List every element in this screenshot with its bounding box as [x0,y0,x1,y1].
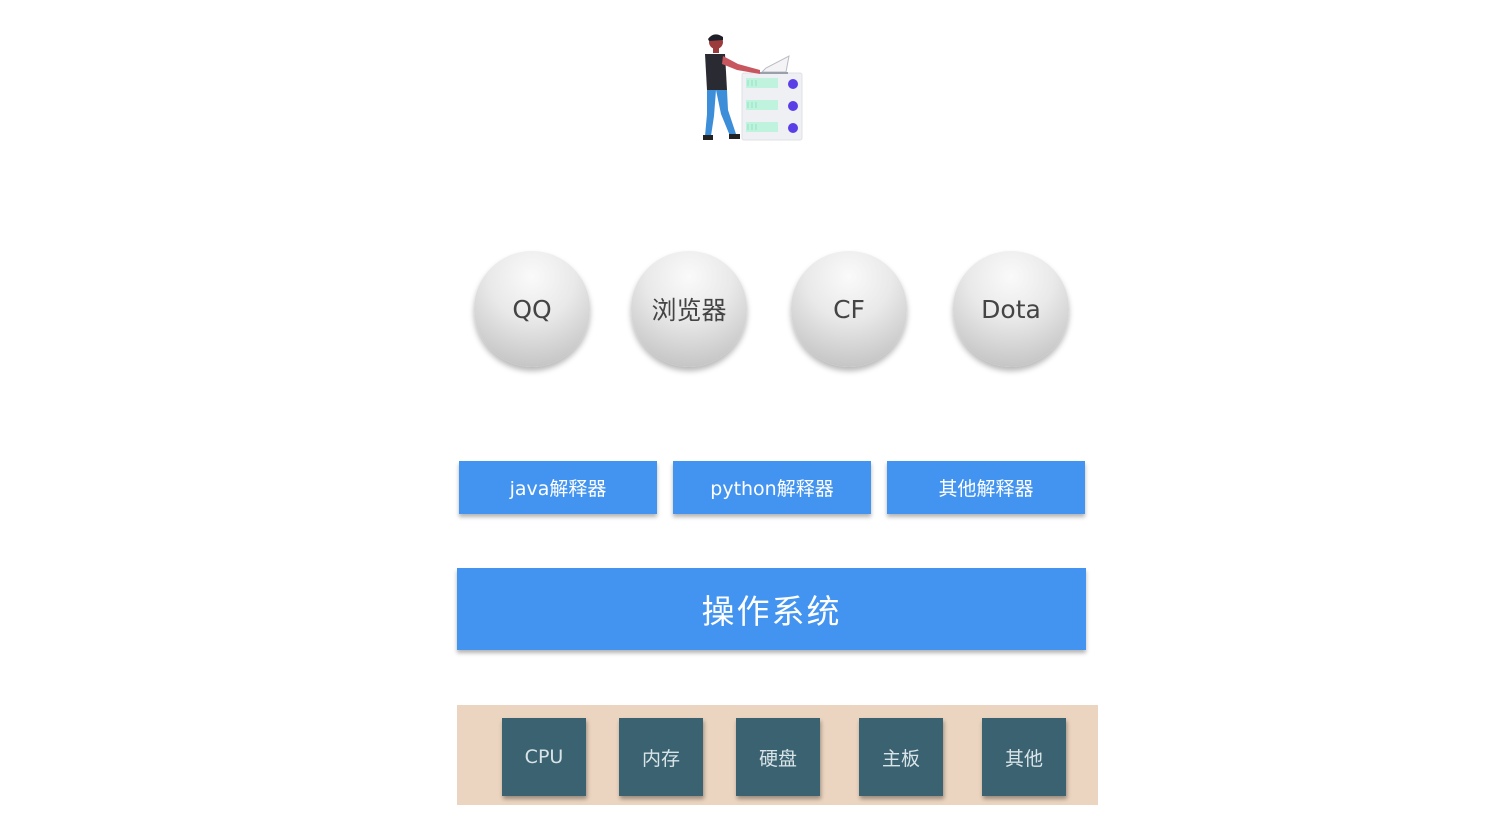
hardware-box-cpu: CPU [502,718,586,796]
operating-system-label: 操作系统 [701,592,842,631]
hardware-box-motherboard: 主板 [859,718,943,796]
interpreter-label: java解释器 [509,478,607,500]
hardware-label: 其他 [1004,747,1043,770]
interpreter-box-java: java解释器 [459,461,657,514]
app-circle-browser: 浏览器 [631,251,747,367]
interpreter-label: 其他解释器 [938,478,1034,500]
hardware-layer: CPU 内存 硬盘 主板 其他 [457,705,1098,805]
hardware-label: 硬盘 [758,747,797,770]
hardware-label: 内存 [641,747,680,770]
hardware-box-memory: 内存 [619,718,703,796]
hardware-label: CPU [524,746,564,768]
operating-system-bar: 操作系统 [457,568,1086,650]
app-circle-dota: Dota [953,251,1069,367]
app-label: CF [833,294,865,324]
interpreter-box-other: 其他解释器 [887,461,1085,514]
app-circle-qq: QQ [474,251,590,367]
app-label: QQ [512,294,552,324]
hardware-box-disk: 硬盘 [736,718,820,796]
person-at-server-icon [690,28,810,148]
app-label: Dota [981,294,1041,324]
hardware-box-other: 其他 [982,718,1066,796]
app-circle-cf: CF [791,251,907,367]
interpreter-box-python: python解释器 [673,461,871,514]
hardware-label: 主板 [881,747,920,770]
app-label: 浏览器 [651,296,727,325]
interpreter-label: python解释器 [710,478,834,500]
